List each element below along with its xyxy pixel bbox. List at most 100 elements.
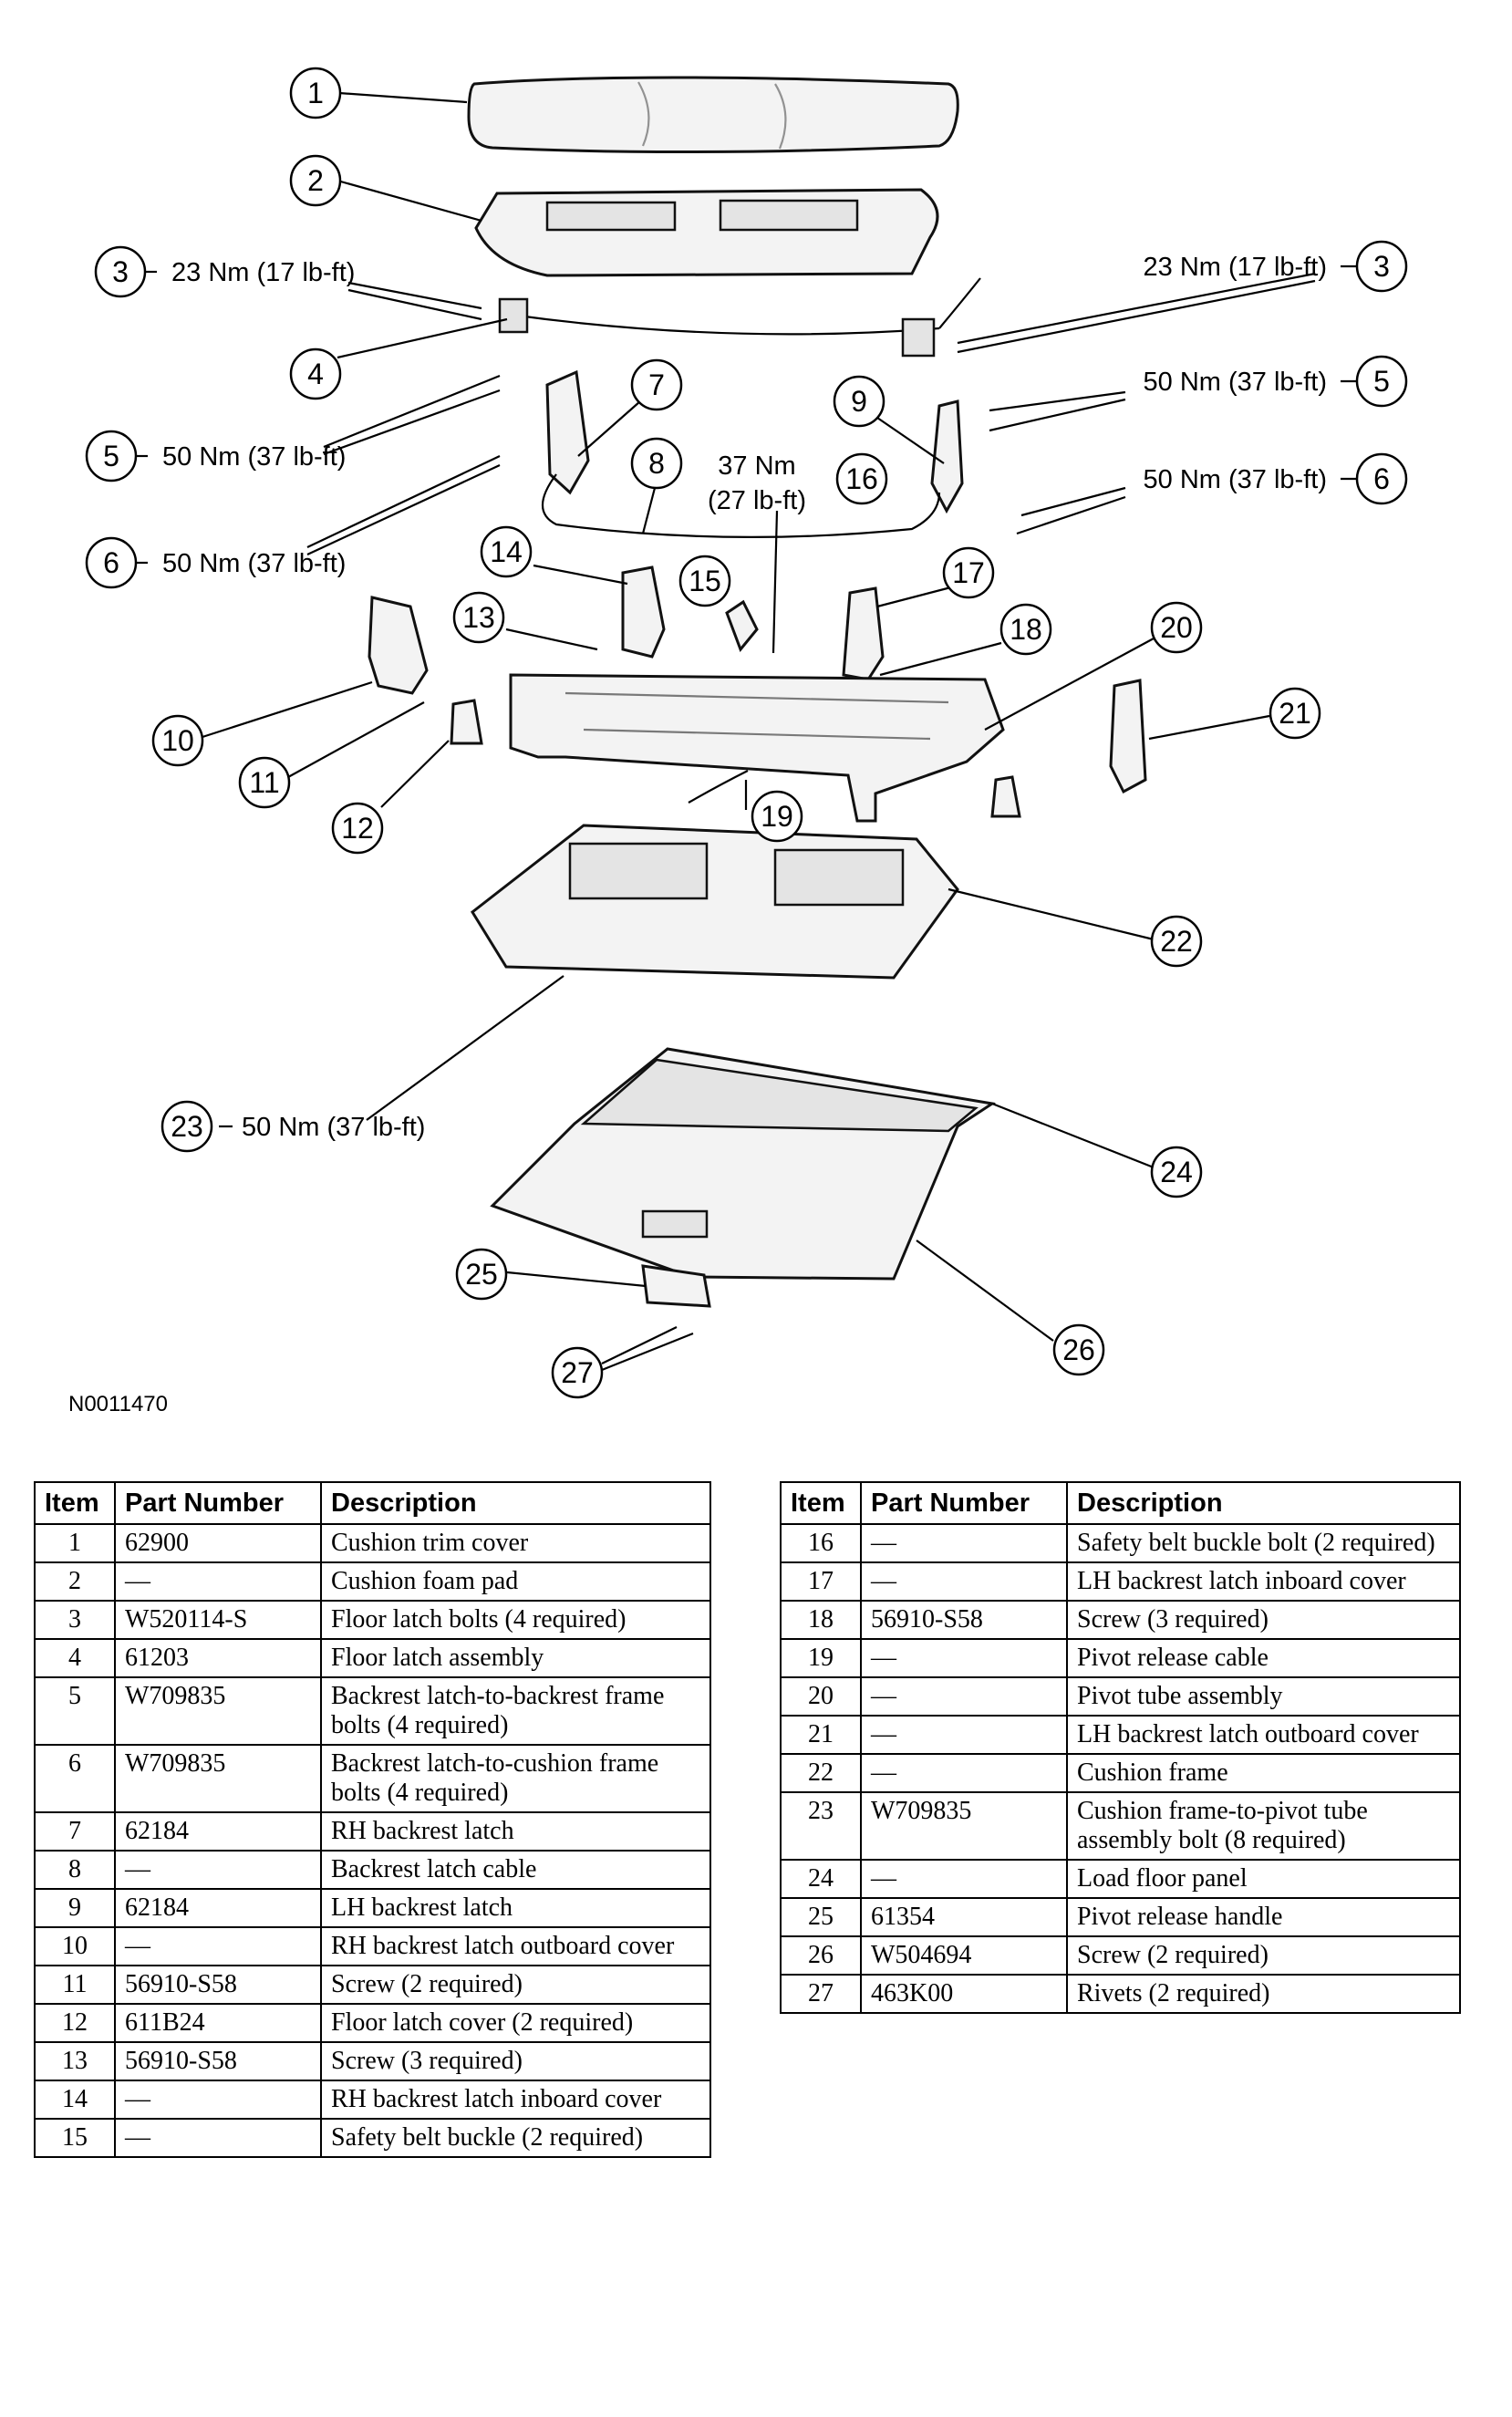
part-number-cell: — [114,2118,322,2158]
item-cell: 2 [34,1561,116,1602]
item-cell: 24 [780,1859,862,1899]
part-number-cell: — [860,1676,1068,1717]
callout-25: 25 [465,1258,498,1291]
part-rh-latch-inboard-cover [621,565,666,659]
torque-label-3-left: 23 Nm (17 lb-ft) [171,258,355,287]
item-cell: 1 [34,1523,116,1563]
torque-label-5-right: 50 Nm (37 lb-ft) [1144,368,1327,397]
part-number-cell: 611B24 [114,2003,322,2043]
description-cell: RH backrest latch outboard cover [320,1926,711,1966]
callout-13: 13 [462,601,495,634]
item-cell: 16 [780,1523,862,1563]
callout-12: 12 [341,812,374,845]
table-header-row: Item Part Number Description [34,1481,711,1525]
part-number-cell: W709835 [860,1791,1068,1861]
part-number-cell: 62900 [114,1523,322,1563]
item-cell: 3 [34,1600,116,1640]
part-number-cell: — [860,1523,1068,1563]
description-cell: Pivot release handle [1066,1897,1461,1937]
part-number-cell: 56910-S58 [114,2041,322,2081]
part-backrest-latch-cable [542,473,941,538]
item-cell: 21 [780,1715,862,1755]
description-cell: Cushion foam pad [320,1561,711,1602]
torque-label-23: 50 Nm (37 lb-ft) [242,1113,425,1142]
item-cell: 13 [34,2041,116,2081]
item-cell: 22 [780,1753,862,1793]
item-cell: 27 [780,1974,862,2014]
part-floor-latch-assembly [498,277,981,358]
header-description: Description [320,1481,711,1525]
description-cell: Backrest latch-to-cushion frame bolts (4… [320,1744,711,1813]
item-cell: 14 [34,2080,116,2120]
part-lh-latch-outboard-cover [1109,679,1147,794]
torque-label-3-right: 23 Nm (17 lb-ft) [1144,253,1327,282]
part-cushion-foam-pad [474,188,939,277]
parts-table-right: Item Part Number Description 16—Safety b… [780,1481,1461,2014]
item-cell: 8 [34,1850,116,1890]
table-row: 15—Safety belt buckle (2 required) [34,2118,711,2158]
part-number-cell: W709835 [114,1744,322,1813]
torque-label-6-left: 50 Nm (37 lb-ft) [162,549,346,578]
header-item: Item [34,1481,116,1525]
part-pivot-release-handle [641,1264,711,1308]
item-cell: 12 [34,2003,116,2043]
description-cell: Safety belt buckle bolt (2 required) [1066,1523,1461,1563]
torque-label-6-right: 50 Nm (37 lb-ft) [1144,465,1327,494]
callout-24: 24 [1160,1156,1193,1188]
item-cell: 18 [780,1600,862,1640]
part-number-cell: — [114,1561,322,1602]
torque-labels: 23 Nm (17 lb-ft) 50 Nm (37 lb-ft) 50 Nm … [162,253,1327,1142]
item-cell: 7 [34,1811,116,1852]
table-row: 2—Cushion foam pad [34,1561,711,1602]
part-rh-latch-outboard-cover [368,596,429,695]
part-number-cell: 61354 [860,1897,1068,1937]
description-cell: Load floor panel [1066,1859,1461,1899]
callout-3-left: 3 [112,255,129,288]
callout-6-left: 6 [103,546,119,579]
part-number-cell: 62184 [114,1811,322,1852]
description-cell: Backrest latch-to-backrest frame bolts (… [320,1676,711,1746]
part-number-cell: — [114,2080,322,2120]
callout-14: 14 [490,535,523,568]
part-pivot-release-cable [688,770,749,804]
callout-2: 2 [307,164,324,197]
table-row: 19—Pivot release cable [780,1638,1461,1678]
description-cell: Pivot release cable [1066,1638,1461,1678]
item-cell: 26 [780,1935,862,1976]
table-header-row: Item Part Number Description [780,1481,1461,1525]
table-row: 16—Safety belt buckle bolt (2 required) [780,1523,1461,1563]
callout-26: 26 [1062,1333,1095,1366]
description-cell: LH backrest latch outboard cover [1066,1715,1461,1755]
part-number-cell: 61203 [114,1638,322,1678]
callout-22: 22 [1160,925,1193,958]
description-cell: Backrest latch cable [320,1850,711,1890]
callout-18: 18 [1010,613,1042,646]
callout-bubbles: 1 2 3 4 5 6 3 5 6 7 8 9 16 14 15 17 13 1… [85,67,1408,1399]
part-number-cell: W504694 [860,1935,1068,1976]
description-cell: Screw (2 required) [320,1965,711,2005]
callout-6-right: 6 [1373,462,1390,495]
description-cell: LH backrest latch [320,1888,711,1928]
callout-17: 17 [952,556,985,589]
item-cell: 20 [780,1676,862,1717]
header-part-number: Part Number [114,1481,322,1525]
part-pivot-tube-assembly [509,673,1005,823]
leader-lines [135,91,1359,1372]
description-cell: Floor latch assembly [320,1638,711,1678]
description-cell: LH backrest latch inboard cover [1066,1561,1461,1602]
item-cell: 10 [34,1926,116,1966]
description-cell: RH backrest latch inboard cover [320,2080,711,2120]
table-row: 17—LH backrest latch inboard cover [780,1561,1461,1602]
part-number-cell: — [114,1926,322,1966]
callout-4: 4 [307,358,324,390]
callout-5-left: 5 [103,440,119,472]
callout-19: 19 [761,800,793,833]
